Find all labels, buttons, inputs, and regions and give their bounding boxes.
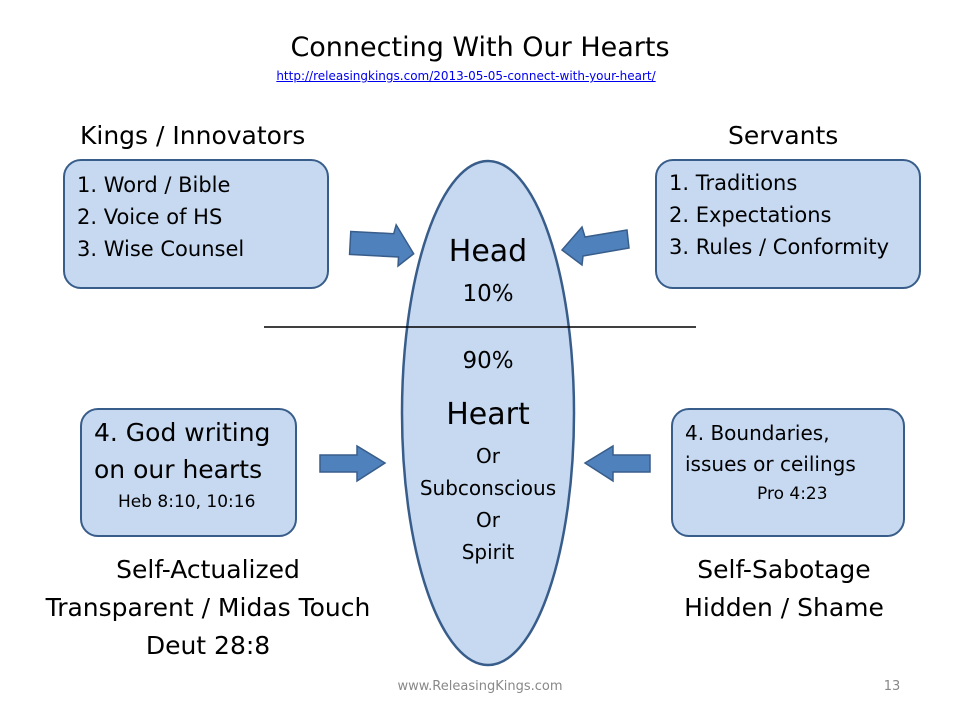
slide-title: Connecting With Our Hearts <box>290 32 670 63</box>
boundaries-line-1: 4. Boundaries, <box>685 421 830 445</box>
heart-head-ellipse <box>400 159 576 667</box>
boundaries-line-2: issues or ceilings <box>685 452 856 476</box>
subconscious-label: Subconscious <box>419 476 557 500</box>
servants-box: 1. Traditions 2. Expectations 3. Rules /… <box>655 159 921 289</box>
arrow-servants-to-head <box>560 225 630 267</box>
kings-item-1: 1. Word / Bible <box>77 173 231 197</box>
arrow-god-to-heart <box>319 444 387 483</box>
or-label-1: Or <box>476 444 500 468</box>
left-caption: Self-Actualized Transparent / Midas Touc… <box>18 551 398 665</box>
god-ref: Heb 8:10, 10:16 <box>118 492 256 512</box>
god-box: 4. God writing on our hearts Heb 8:10, 1… <box>80 408 297 537</box>
arrow-kings-to-head <box>348 222 415 268</box>
heart-percent: 90% <box>462 348 514 374</box>
right-caption-line-2: Hidden / Shame <box>684 593 884 622</box>
servants-item-2: 2. Expectations <box>669 203 832 227</box>
god-line-1: 4. God writing <box>94 418 271 447</box>
boundaries-box: 4. Boundaries, issues or ceilings Pro 4:… <box>671 408 905 537</box>
kings-item-3: 3. Wise Counsel <box>77 237 245 261</box>
left-caption-line-1: Self-Actualized <box>116 555 300 584</box>
kings-box: 1. Word / Bible 2. Voice of HS 3. Wise C… <box>63 159 329 289</box>
god-line-2: on our hearts <box>94 455 263 484</box>
left-caption-line-2: Transparent / Midas Touch <box>45 593 371 622</box>
right-caption-line-1: Self-Sabotage <box>697 555 871 584</box>
kings-heading: Kings / Innovators <box>80 121 306 150</box>
servants-item-1: 1. Traditions <box>669 171 798 195</box>
arrow-boundaries-to-heart <box>583 444 651 483</box>
boundaries-ref: Pro 4:23 <box>757 484 828 504</box>
head-percent: 10% <box>462 281 514 307</box>
page-number: 13 <box>883 679 901 694</box>
heart-label: Heart <box>446 397 530 432</box>
footer-site: www.ReleasingKings.com <box>397 679 563 694</box>
head-label: Head <box>448 234 528 269</box>
source-link[interactable]: http://releasingkings.com/2013-05-05-con… <box>276 69 656 83</box>
left-caption-line-3: Deut 28:8 <box>145 631 271 660</box>
right-caption: Self-Sabotage Hidden / Shame <box>650 551 918 627</box>
or-label-2: Or <box>476 508 500 532</box>
servants-heading: Servants <box>728 121 839 150</box>
servants-item-3: 3. Rules / Conformity <box>669 235 890 259</box>
spirit-label: Spirit <box>461 540 515 564</box>
kings-item-2: 2. Voice of HS <box>77 205 223 229</box>
